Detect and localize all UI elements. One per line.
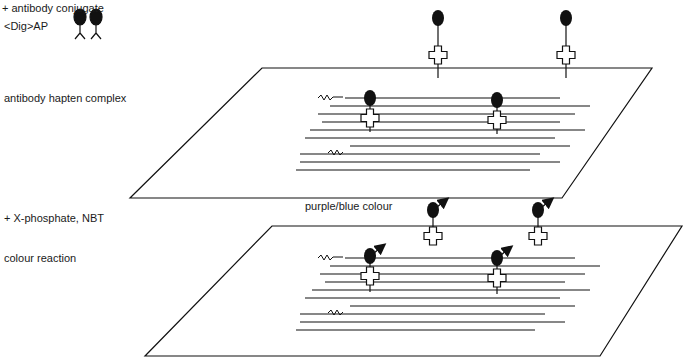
top-membrane [130,10,652,198]
step-label: colour reaction [4,252,76,265]
step-label: + antibody conjugate [2,2,104,15]
step-label: + X-phosphate, NBT [4,212,104,225]
complex-label: antibody hapten complex [4,92,126,105]
colour-label: purple/blue colour [305,200,392,213]
bottom-membrane [145,199,682,356]
conjugate-label: <Dig>AP [4,20,48,33]
